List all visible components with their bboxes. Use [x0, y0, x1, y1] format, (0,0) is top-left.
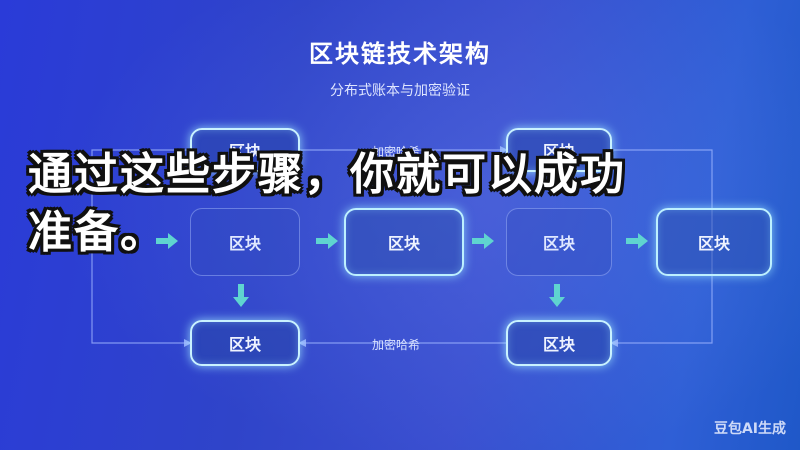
- block-bottom-right: 区块: [506, 320, 612, 366]
- bottom-link-arrowhead: [298, 339, 306, 347]
- block-label: 区块: [228, 335, 261, 354]
- diagram-title: 区块链技术架构: [309, 40, 491, 68]
- block-label: 区块: [542, 335, 575, 354]
- block-label: 区块: [697, 234, 730, 253]
- left-loop-line: [91, 149, 190, 344]
- flow-arrow-2-shaft: [472, 238, 484, 244]
- bottom-link-label: 加密哈希: [372, 338, 421, 352]
- flow-arrow-0-shaft: [156, 238, 168, 244]
- top-link-arrowhead: [500, 146, 508, 154]
- down-arrow-left-shaft: [238, 284, 244, 298]
- block-top-right: 区块: [506, 128, 612, 172]
- block-mid-4: 区块: [656, 208, 772, 276]
- flow-arrow-3-shaft: [626, 238, 638, 244]
- flow-arrow-3-head: [638, 233, 648, 249]
- left-loop-arrowhead: [184, 339, 192, 347]
- block-label: 区块: [542, 234, 575, 253]
- diagram-subtitle: 分布式账本与加密验证: [330, 83, 470, 99]
- flow-arrow-1-head: [328, 233, 338, 249]
- caption-overlay: 通过这些步骤，你就可以成功 准备。: [28, 146, 626, 262]
- watermark: 豆包AI生成: [713, 421, 786, 437]
- flow-arrow-1-shaft: [316, 238, 328, 244]
- caption-line-1: 通过这些步骤，你就可以成功: [28, 149, 626, 200]
- block-label: 区块: [542, 142, 575, 161]
- down-arrow-left-head: [233, 297, 249, 307]
- block-mid-2: 区块: [344, 208, 464, 276]
- block-label: 区块: [387, 234, 420, 253]
- block-mid-3: 区块: [506, 208, 612, 276]
- block-label: 区块: [228, 142, 261, 161]
- right-loop-arrowhead: [610, 339, 618, 347]
- flow-arrow-2-head: [484, 233, 494, 249]
- block-top-left: 区块: [190, 128, 300, 172]
- block-bottom-left: 区块: [190, 320, 300, 366]
- top-link-label: 加密哈希: [372, 145, 421, 159]
- caption-line-2: 准备。: [28, 207, 166, 258]
- down-arrow-right-head: [549, 297, 565, 307]
- block-mid-1: 区块: [190, 208, 300, 276]
- block-label: 区块: [228, 234, 261, 253]
- down-arrow-right-shaft: [554, 284, 560, 298]
- flow-arrow-0-head: [168, 233, 178, 249]
